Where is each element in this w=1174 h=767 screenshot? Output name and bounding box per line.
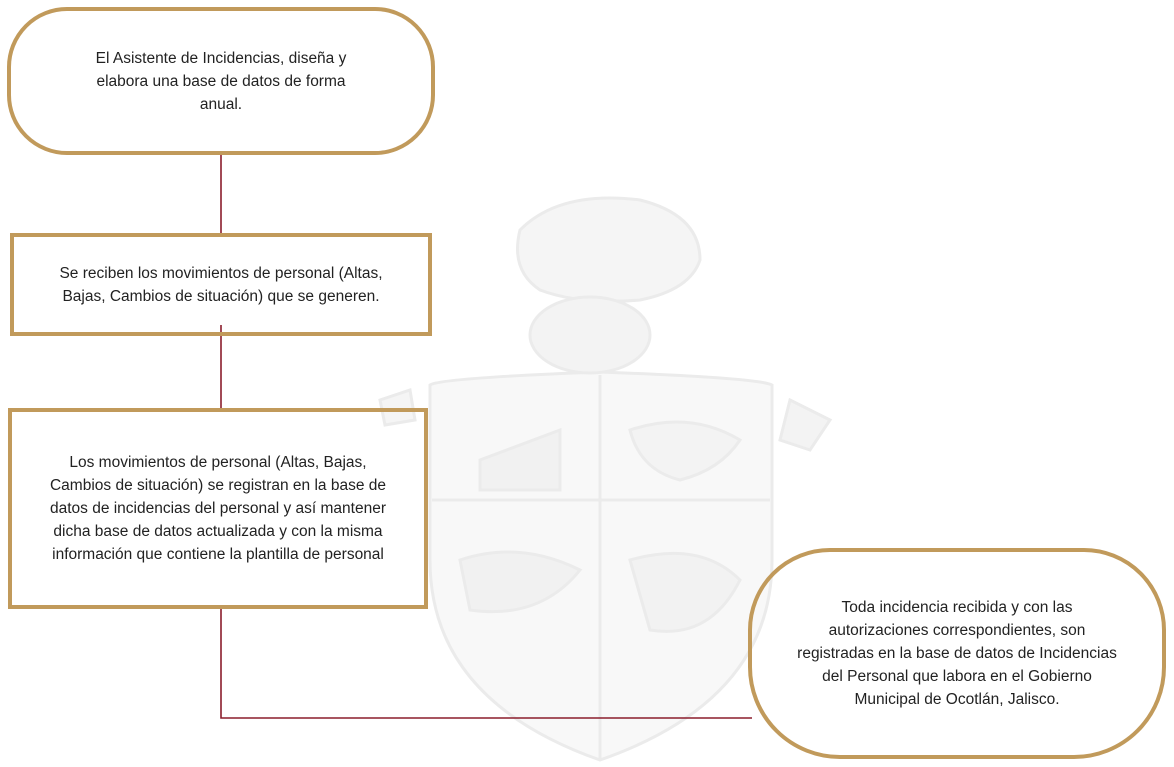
register-movements-text: Los movimientos de personal (Altas, Baja… (49, 454, 387, 563)
receive-movements-text: Se reciben los movimientos de personal (… (59, 264, 383, 305)
register-movements-process: Los movimientos de personal (Altas, Baja… (8, 408, 428, 609)
start-terminator-text: El Asistente de Incidencias, diseña y el… (95, 49, 347, 113)
end-terminator: Toda incidencia recibida y con las autor… (748, 548, 1166, 759)
receive-movements-process: Se reciben los movimientos de personal (… (10, 233, 432, 336)
start-terminator: El Asistente de Incidencias, diseña y el… (7, 7, 435, 155)
edge-register-end (220, 605, 752, 719)
end-terminator-text: Toda incidencia recibida y con las autor… (797, 599, 1117, 708)
